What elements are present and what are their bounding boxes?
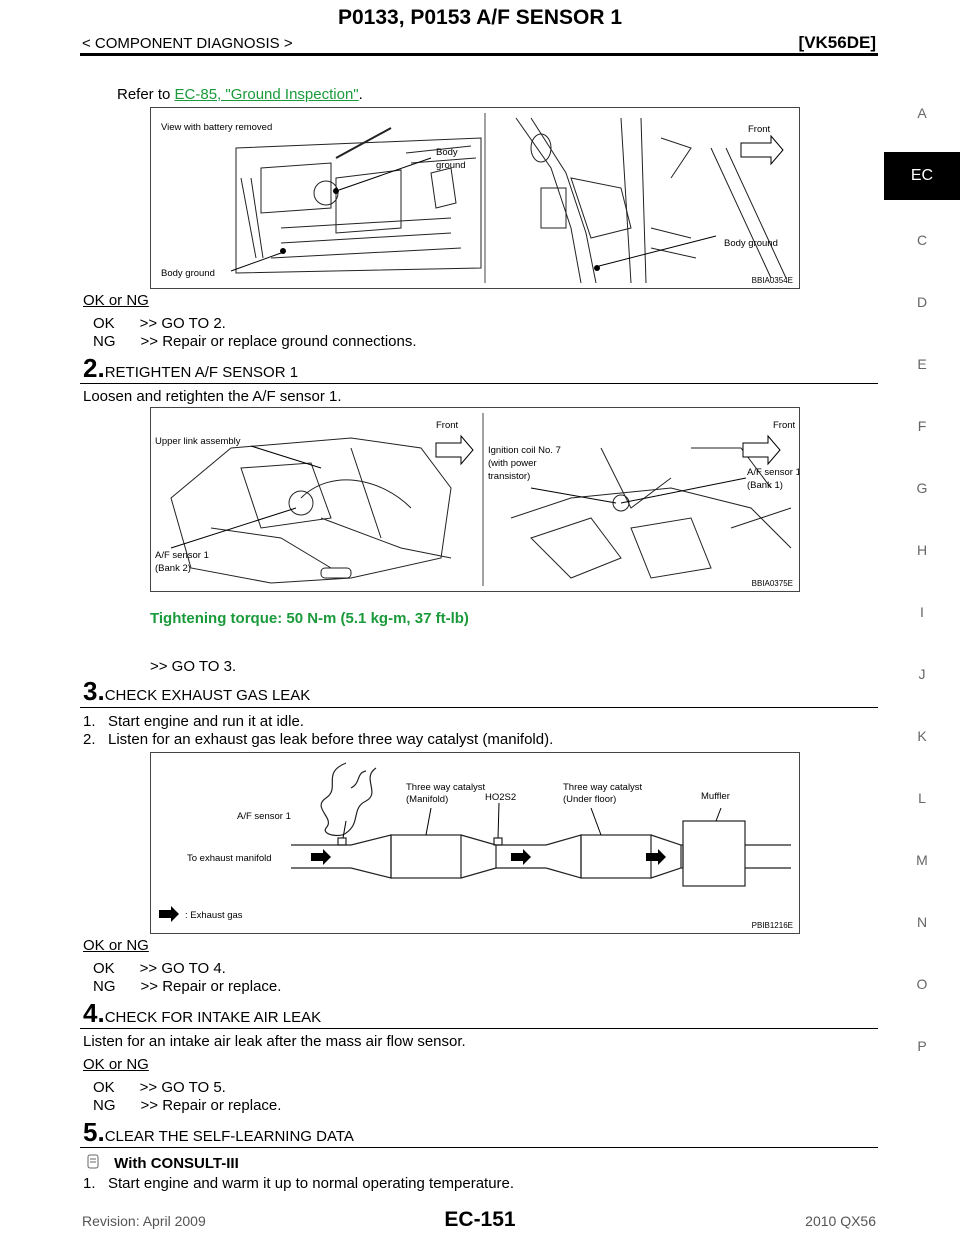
label-body-ground-left: Body ground [161,268,215,279]
tab-m[interactable]: M [916,852,928,868]
figure-exhaust-system: Three way catalyst (Manifold) Three way … [150,752,800,934]
label-twc-underfloor-1: Three way catalyst [563,782,643,793]
tab-j[interactable]: J [918,666,926,682]
figure-code: BBIA0354E [751,276,793,285]
step-rule [80,1147,878,1148]
label-ho2s2: HO2S2 [485,792,516,803]
tab-l[interactable]: L [918,790,926,806]
label-to-exhaust-manifold: To exhaust manifold [187,853,272,864]
label-transistor: transistor) [488,471,530,482]
ground-inspection-link[interactable]: EC-85, "Ground Inspection" [174,86,359,103]
figure-ground-inspection: View with battery removed Body ground Bo… [150,107,800,289]
step-2-body: Loosen and retighten the A/F sensor 1. [83,388,342,405]
ok-ng-heading: OK or NG [83,292,149,309]
step-rule [80,707,878,708]
step-5-item-1: 1. Start engine and warm it up to normal… [83,1175,515,1192]
ng-result: NG >> Repair or replace. [93,1097,282,1114]
figure-af-sensor-location: Upper link assembly Front Ignition coil … [150,407,800,592]
step-number: 5. [83,1117,105,1147]
tab-n[interactable]: N [916,914,928,930]
label-body-ground-1b: ground [436,160,466,171]
label-af-sensor-bank1: A/F sensor 1 [747,467,799,478]
figure-code: BBIA0375E [751,579,793,588]
ng-result: NG >> Repair or replace. [93,978,282,995]
label-twc-manifold-1: Three way catalyst [406,782,486,793]
label-af-sensor: A/F sensor 1 [237,811,291,822]
model-year: 2010 QX56 [805,1213,876,1229]
figure-code: PBIB1216E [751,921,793,930]
step-5-heading: 5.CLEAR THE SELF-LEARNING DATA [83,1117,354,1148]
label-front-left: Front [436,420,459,431]
refer-line: Refer to EC-85, "Ground Inspection". [117,86,363,103]
label-muffler: Muffler [701,791,730,802]
label-view-battery: View with battery removed [161,122,272,133]
tab-h[interactable]: H [916,542,928,558]
goto-3: >> GO TO 3. [150,658,237,675]
ground-photo-illustration: View with battery removed Body ground Bo… [151,108,799,288]
tab-f[interactable]: F [917,418,927,434]
step-3-item-2: 2. Listen for an exhaust gas leak before… [83,731,554,748]
step-rule [80,1028,878,1029]
page-title: P0133, P0153 A/F SENSOR 1 [337,6,623,29]
step-title: CHECK EXHAUST GAS LEAK [104,687,311,704]
consult-tool-icon [87,1154,99,1169]
step-4-body: Listen for an intake air leak after the … [83,1033,466,1050]
tab-d[interactable]: D [916,294,928,310]
tab-p[interactable]: P [917,1038,927,1054]
step-number: 4. [83,998,105,1028]
step-title: RETIGHTEN A/F SENSOR 1 [104,364,299,381]
step-3-item-1: 1. Start engine and run it at idle. [83,713,304,730]
label-exhaust-gas-legend: : Exhaust gas [185,910,243,921]
step-2-heading: 2.RETIGHTEN A/F SENSOR 1 [83,353,298,384]
step-3-heading: 3.CHECK EXHAUST GAS LEAK [83,676,310,707]
ok-ng-heading: OK or NG [83,1056,149,1073]
refer-suffix: . [358,86,363,103]
label-ignition-coil: Ignition coil No. 7 [488,445,561,456]
ok-result: OK >> GO TO 4. [93,960,226,977]
label-front: Front [748,124,771,135]
step-4-heading: 4.CHECK FOR INTAKE AIR LEAK [83,998,321,1029]
tab-a[interactable]: A [917,105,927,121]
tab-ec[interactable]: EC [884,152,960,200]
af-sensor-illustration: Upper link assembly Front Ignition coil … [151,408,799,591]
label-af-sensor-bank2: A/F sensor 1 [155,550,209,561]
revision: Revision: April 2009 [82,1213,206,1229]
consult-label: With CONSULT-III [114,1155,239,1172]
label-front-right: Front [773,420,796,431]
ok-result: OK >> GO TO 2. [93,315,226,332]
step-title: CHECK FOR INTAKE AIR LEAK [104,1009,322,1026]
tightening-torque: Tightening torque: 50 N-m (5.1 kg-m, 37 … [150,610,469,627]
refer-prefix: Refer to [117,86,175,103]
step-number: 2. [83,353,105,383]
step-number: 3. [83,676,105,706]
tab-c[interactable]: C [916,232,928,248]
step-rule [80,383,878,384]
page-number: EC-151 [444,1208,516,1231]
tab-o[interactable]: O [916,976,928,992]
label-twc-manifold-2: (Manifold) [406,794,448,805]
label-with-power: (with power [488,458,537,469]
consult-line: With CONSULT-III [86,1154,239,1172]
tab-i[interactable]: I [920,604,924,620]
section-label: < COMPONENT DIAGNOSIS > [82,35,293,52]
tab-e[interactable]: E [917,356,927,372]
label-body-ground-right: Body ground [724,238,778,249]
ok-ng-heading: OK or NG [83,937,149,954]
engine-code: [VK56DE] [798,33,876,52]
ok-result: OK >> GO TO 5. [93,1079,226,1096]
label-upper-link: Upper link assembly [155,436,241,447]
exhaust-diagram: Three way catalyst (Manifold) Three way … [151,753,799,933]
label-bank2: (Bank 2) [155,563,191,574]
label-body-ground-1: Body [436,147,458,158]
step-title: CLEAR THE SELF-LEARNING DATA [104,1128,354,1145]
label-twc-underfloor-2: (Under floor) [563,794,616,805]
ng-result: NG >> Repair or replace ground connectio… [93,333,417,350]
tab-g[interactable]: G [916,480,928,496]
tab-k[interactable]: K [917,728,927,744]
label-bank1: (Bank 1) [747,480,783,491]
header-rule [80,53,878,56]
